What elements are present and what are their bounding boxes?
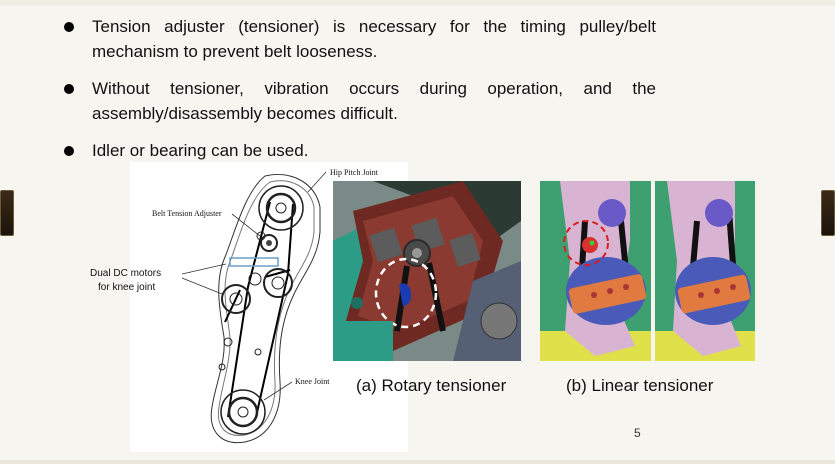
label-belt-tension-adjuster: Belt Tension Adjuster [152, 209, 222, 218]
bullet-dot-icon [64, 22, 74, 32]
label-knee-joint: Knee Joint [295, 377, 330, 386]
rotary-tensioner-image [333, 181, 521, 361]
slide-bottom-border [0, 460, 835, 464]
label-for-knee-joint: for knee joint [98, 282, 156, 293]
slide-top-border [0, 0, 835, 6]
left-binder-tab [0, 190, 14, 236]
label-dual-dc-motors: Dual DC motors [90, 268, 162, 279]
linear-tensioner-image-2 [655, 181, 755, 361]
bullet-dot-icon [64, 84, 74, 94]
linear-tensioner-render-1 [540, 181, 651, 361]
bullet-text: Without tensioner, vibration occurs duri… [92, 79, 656, 123]
right-binder-tab [821, 190, 835, 236]
linear-tensioner-render-2 [655, 181, 755, 361]
bullet-text: Tension adjuster (tensioner) is necessar… [92, 17, 656, 61]
bullet-item: Without tensioner, vibration occurs duri… [64, 76, 656, 126]
bullet-dot-icon [64, 146, 74, 156]
bullet-text: Idler or bearing can be used. [92, 141, 309, 160]
linear-tensioner-image-1 [540, 181, 651, 361]
mechanism-drawing [181, 171, 327, 444]
bullet-item: Idler or bearing can be used. [64, 138, 656, 163]
label-hip-pitch-joint: Hip Pitch Joint [330, 168, 379, 177]
rotary-tensioner-render [333, 181, 521, 361]
bullet-item: Tension adjuster (tensioner) is necessar… [64, 14, 656, 64]
caption-linear-tensioner: (b) Linear tensioner [566, 376, 714, 395]
caption-rotary-tensioner: (a) Rotary tensioner [356, 376, 507, 395]
page-number: 5 [634, 426, 641, 440]
bullet-list: Tension adjuster (tensioner) is necessar… [64, 14, 656, 175]
